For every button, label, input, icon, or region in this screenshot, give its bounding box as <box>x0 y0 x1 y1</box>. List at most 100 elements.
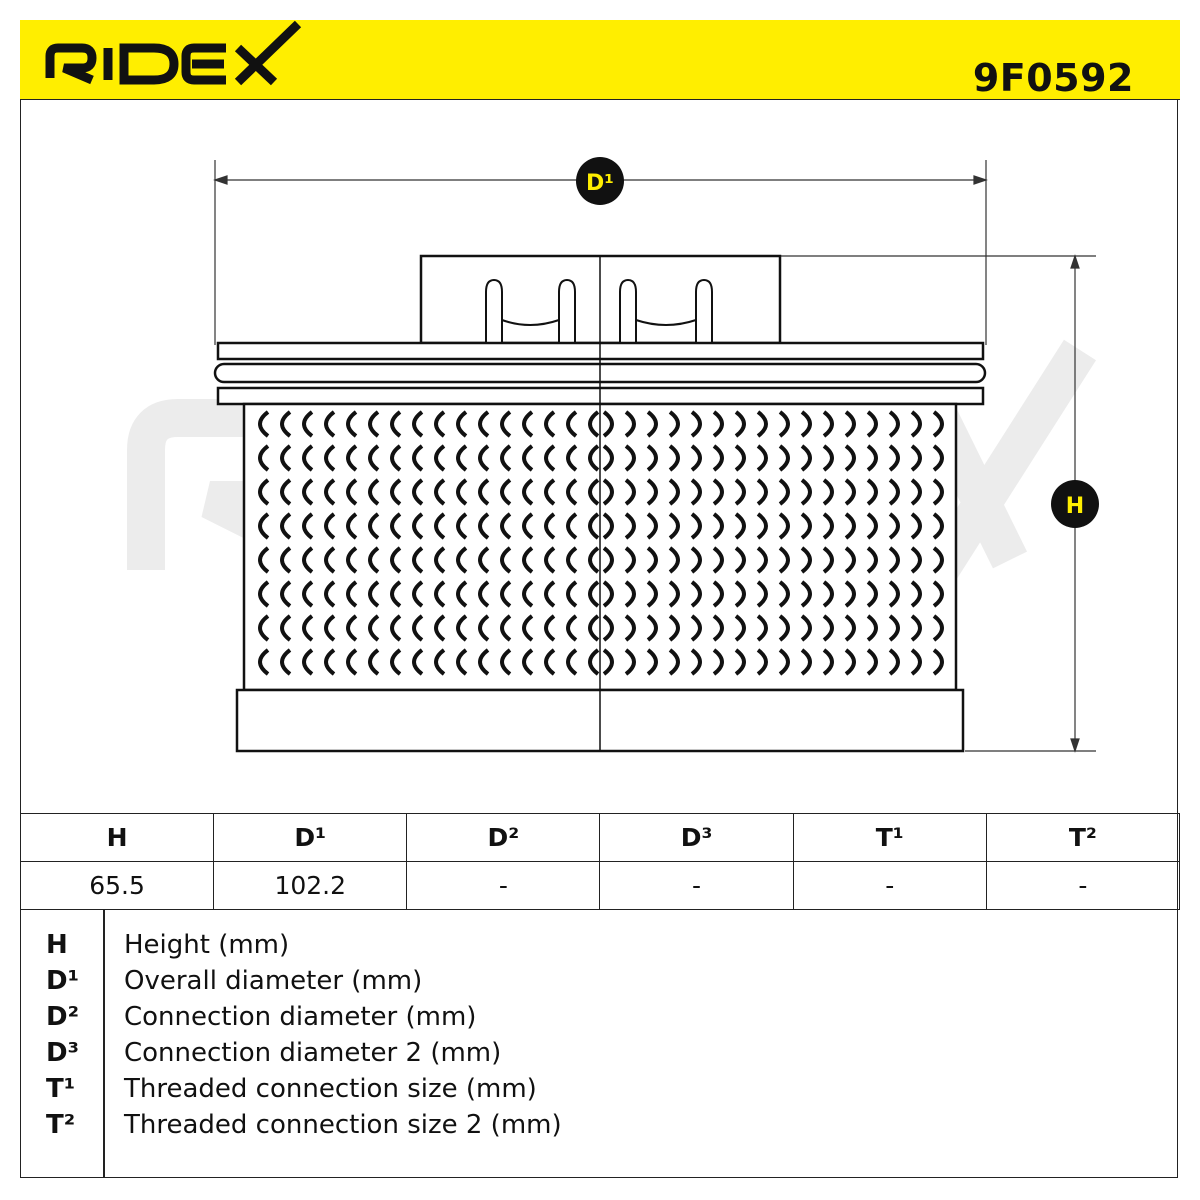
legend-item: D² Connection diameter (mm) <box>20 1002 1180 1038</box>
pleat <box>346 580 358 608</box>
pleat <box>646 580 658 608</box>
pleat <box>478 512 490 540</box>
pleat <box>456 580 468 608</box>
pleat <box>800 614 812 642</box>
pleat <box>712 580 724 608</box>
pleat <box>624 478 636 506</box>
pleat <box>910 614 922 642</box>
pleat <box>602 410 614 438</box>
pleat <box>910 478 922 506</box>
pleat <box>522 478 534 506</box>
pleat <box>822 546 834 574</box>
pleat <box>668 614 680 642</box>
pleat <box>566 614 578 642</box>
pleat <box>368 478 380 506</box>
legend-key: T² <box>46 1110 76 1140</box>
pleat <box>500 478 512 506</box>
pleat <box>434 410 446 438</box>
value-h: 65.5 <box>19 861 215 910</box>
pleat <box>624 580 636 608</box>
pleat <box>624 444 636 472</box>
pleat <box>624 410 636 438</box>
pleat <box>390 512 402 540</box>
pleat <box>690 478 702 506</box>
pleat <box>324 546 336 574</box>
pleat <box>822 580 834 608</box>
pleat <box>778 546 790 574</box>
pleat <box>346 546 358 574</box>
pleat <box>756 546 768 574</box>
pleat <box>822 648 834 676</box>
pleat <box>932 478 944 506</box>
pleat <box>324 614 336 642</box>
legend-key: D² <box>46 1002 79 1032</box>
pleat <box>258 410 270 438</box>
value-t1: - <box>792 861 987 910</box>
pleat <box>602 546 614 574</box>
pleat <box>390 546 402 574</box>
pleat <box>434 580 446 608</box>
legend: H Height (mm) D¹ Overall diameter (mm) D… <box>20 910 1180 1178</box>
pleat <box>800 648 812 676</box>
pleat <box>390 580 402 608</box>
pleat <box>756 410 768 438</box>
pleat <box>456 648 468 676</box>
pleat <box>800 580 812 608</box>
pleat <box>456 614 468 642</box>
pleat <box>690 444 702 472</box>
pleat <box>324 410 336 438</box>
pleat <box>866 444 878 472</box>
pleat <box>668 580 680 608</box>
pleat <box>646 478 658 506</box>
pleat <box>412 478 424 506</box>
pleat <box>324 648 336 676</box>
pleat <box>646 648 658 676</box>
pleat <box>544 546 556 574</box>
pleat <box>258 512 270 540</box>
pleat <box>368 512 380 540</box>
pleat <box>888 648 900 676</box>
pleat <box>932 648 944 676</box>
value-d1: 102.2 <box>213 861 408 910</box>
pleat <box>280 546 292 574</box>
value-d2: - <box>406 861 601 910</box>
pleat <box>280 614 292 642</box>
legend-item: H Height (mm) <box>20 930 1180 966</box>
pleat <box>690 512 702 540</box>
pleat <box>412 546 424 574</box>
pleat <box>866 580 878 608</box>
pleat <box>646 512 658 540</box>
pleat <box>602 614 614 642</box>
pleat <box>390 410 402 438</box>
pleat <box>522 614 534 642</box>
pleat <box>588 580 600 608</box>
pleat <box>434 478 446 506</box>
d1-badge-label: D¹ <box>586 171 614 196</box>
pleat <box>866 614 878 642</box>
pleat <box>888 444 900 472</box>
legend-divider <box>103 910 105 1178</box>
header-t2: T² <box>985 813 1181 862</box>
header-t1: T¹ <box>792 813 987 862</box>
pleat <box>412 444 424 472</box>
pleat <box>800 410 812 438</box>
pleat <box>522 512 534 540</box>
pleat <box>668 478 680 506</box>
pleat <box>412 512 424 540</box>
pleat <box>566 444 578 472</box>
pleat <box>302 648 314 676</box>
pleat <box>866 648 878 676</box>
pleat <box>932 580 944 608</box>
pleat <box>602 512 614 540</box>
pleat <box>280 410 292 438</box>
pleat <box>346 410 358 438</box>
legend-key: D¹ <box>46 966 79 996</box>
pleat <box>544 410 556 438</box>
pleat <box>368 614 380 642</box>
pleat <box>258 478 270 506</box>
pleat <box>734 444 746 472</box>
pleat <box>778 512 790 540</box>
pleat <box>456 546 468 574</box>
pleat <box>478 444 490 472</box>
pleat <box>346 478 358 506</box>
